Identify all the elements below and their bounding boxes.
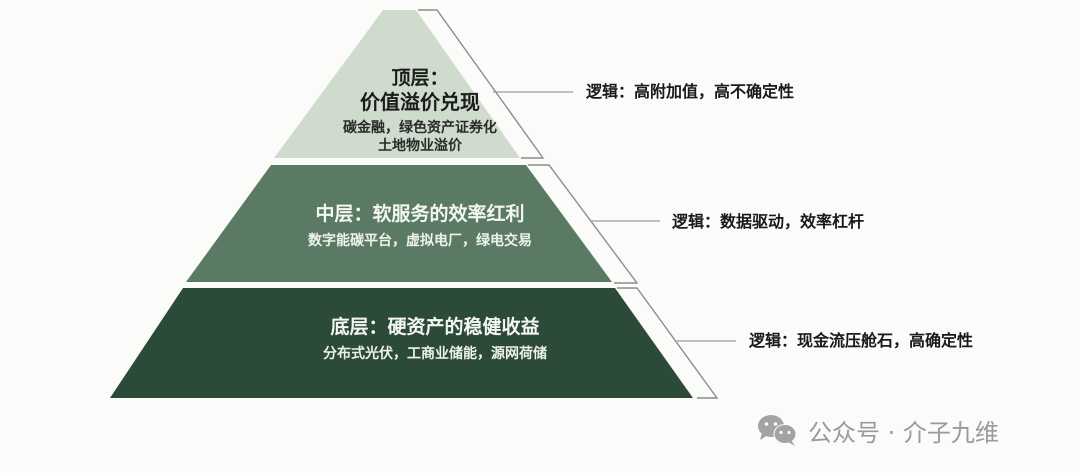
wechat-icon <box>756 413 800 447</box>
middle-layer-logic: 逻辑：数据驱动，效率杠杆 <box>672 212 865 231</box>
bottom-layer-outline <box>617 287 719 399</box>
top-layer-examples-2: 土地物业溢价 <box>378 138 462 154</box>
top-layer-outline <box>418 9 545 159</box>
bottom-layer-logic: 逻辑：现金流压舱石，高确定性 <box>749 331 974 350</box>
top-layer-heading: 价值溢价兑现 <box>360 90 480 114</box>
middle-layer-outline <box>528 164 639 284</box>
watermark: 公众号 · 介子九维 <box>756 412 999 448</box>
top-layer-logic: 逻辑：高附加值，高不确定性 <box>586 82 795 101</box>
top-layer-shape <box>274 10 520 158</box>
bottom-layer-examples: 分布式光伏，工商业储能，源网荷储 <box>323 346 547 362</box>
bottom-layer-shape <box>110 288 693 398</box>
middle-layer-examples: 数字能碳平台，虚拟电厂，绿电交易 <box>308 233 532 249</box>
middle-layer-shape <box>186 165 612 282</box>
top-layer-examples-1: 碳金融，绿色资产证券化 <box>343 120 497 136</box>
watermark-text: 公众号 · 介子九维 <box>808 418 999 447</box>
bottom-layer-title: 底层：硬资产的稳健收益 <box>330 316 540 338</box>
middle-layer-title: 中层：软服务的效率红利 <box>315 203 525 225</box>
top-layer-title: 顶层： <box>391 67 449 89</box>
